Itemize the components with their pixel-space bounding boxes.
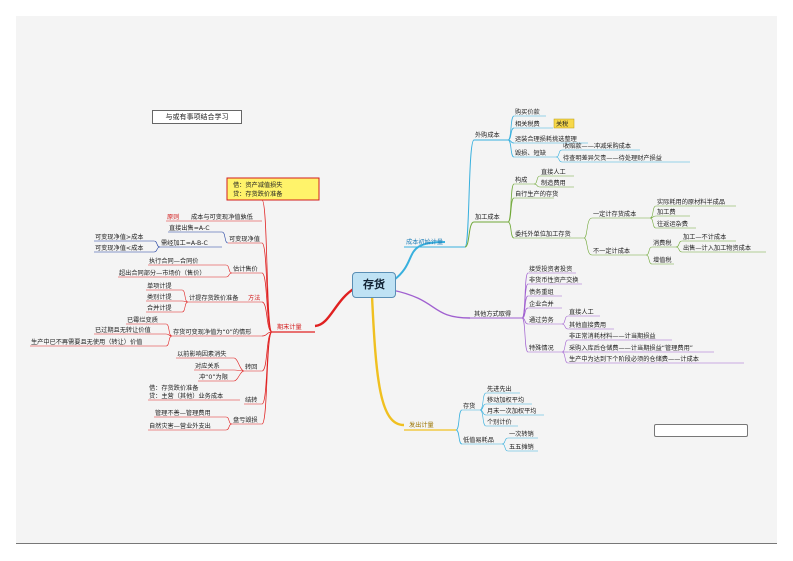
estimate-label: 估计售价 [233,265,258,273]
purchase-cost-label: 外购成本 [475,131,500,139]
purchase-item-1: 购买价款 [515,108,540,116]
methods-tag: 方法 [248,294,260,302]
other-item-3: 债务重组 [529,288,554,296]
cost-item-3: 往返运杂费 [657,220,688,228]
loss-item-1: 管理不善—管理费用 [155,409,211,417]
composition-item-2: 制造费用 [541,179,566,187]
principle-label: 原则 [167,213,179,221]
loss-item-2: 自然灾害—营业外支出 [149,422,211,430]
issue-method-4: 个别计价 [487,418,512,426]
purchase-item-2: 相关税费 [515,120,540,128]
purchase-item-3: 运装合理损耗挑选整理 [515,135,577,143]
vat-label: 增值税 [653,256,672,264]
principle-text: 成本与可变现净值孰低 [191,213,253,221]
special-item-1: 非正常消耗材料——计当期损益 [569,332,656,340]
shortage-item-2: 待查明差异欠责——待处理财产损益 [563,154,662,162]
purchase-item-4: 毁损、短缺 [515,149,546,157]
branch-line-subsequent [314,286,356,328]
empty-text-box [654,424,748,437]
direct-sale-formula: 直接出售=A-C [169,224,210,232]
other-item-1: 接受投资者投资 [529,265,572,273]
excess-price: 超出合同部分—市场价（售价） [119,269,206,277]
composition-label: 构成 [515,176,527,184]
carryover-line-1: 借：存货跌价准备 [149,384,199,392]
loss-line-1: 借：资产减值损失 [233,181,283,189]
low-value-item-1: 一次转销 [509,430,534,438]
center-node[interactable]: 存货 [352,272,396,298]
composition-item-1: 直接人工 [541,168,566,176]
provision-label: 计提存货跌价准备 [189,294,239,302]
subsequent-branch-label[interactable]: 期末计量 [277,323,302,331]
issue-inventory-label: 存货 [463,402,475,410]
labor-item-2: 其他直接费用 [569,321,606,329]
method-2: 类别计提 [147,293,172,301]
zero-item-1: 已霉烂变质 [127,316,158,324]
method-3: 合并计提 [147,304,172,312]
nrv-label: 可变现净值 [229,235,260,243]
low-value-label: 低值易耗品 [463,436,494,444]
branch-line-other [391,289,471,319]
processing-cost-label: 加工成本 [475,213,500,221]
other-item-2: 非货币性资产交换 [529,276,579,284]
low-value-item-2: 五五摊销 [509,443,534,451]
issue-method-1: 先进先出 [487,385,512,393]
excise-item-2: 出售—计入加工物资成本 [683,244,751,252]
self-produced-label: 自行生产的存货 [515,190,558,198]
special-item-2: 采购入库后仓储费——计当期损益“管理费用” [569,344,693,352]
cost-item-2: 加工费 [657,208,676,216]
mindmap-canvas [16,16,777,544]
reversal-item-1: 以前影响因素消失 [177,350,227,358]
nrv-gt-cost: 可变现净值>成本 [95,233,144,241]
cost-item-1: 实际耗用的原材料半成品 [657,198,725,206]
inventory-loss-label: 盘亏毁损 [233,416,258,424]
tariff-tag: 关税 [556,120,568,128]
carryover-line-2: 贷：主营（其他）业务成本 [149,392,223,400]
branch-line-initial [393,241,446,281]
processing-formula: 需经加工=A-B-C [161,239,208,247]
issue-method-2: 移动加权平均 [487,396,524,404]
excise-item-1: 加工—不计成本 [683,233,726,241]
reversal-item-2: 对应关系 [195,362,220,370]
other-item-5: 通过劳务 [529,316,554,324]
contract-price: 执行合同—合同价 [149,257,199,265]
other-acquisition-label: 其他方式取得 [474,310,511,318]
loss-line-2: 贷：存货跌价准备 [233,190,283,198]
other-item-6: 特殊情况 [529,344,554,352]
reversal-item-3: 冲“0”为限 [199,373,228,381]
issue-method-3: 月末一次加权平均 [487,407,537,415]
not-included-label: 不一定计成本 [593,247,630,255]
shortage-item-1: 收赔款——冲减采购成本 [563,142,631,150]
entrusted-label: 委托外单位加工存货 [515,230,571,238]
issue-branch-label[interactable]: 发出计量 [409,421,434,429]
zero-item-2: 已过期且无转让价值 [95,326,151,334]
other-item-4: 企业合并 [529,300,554,308]
nrv-lt-cost: 可变现净值<成本 [95,244,144,252]
special-item-3: 生产中为达到下个阶段必须的仓储费——计成本 [569,355,699,363]
excise-tax-label: 消费税 [653,239,672,247]
zero-item-3: 生产中已不再需要且无使用（转让）价值 [31,338,142,346]
initial-branch-label[interactable]: 成本初始计量 [406,238,443,246]
carryover-label: 结转 [245,396,257,404]
nrv-zero-label: 存货可变现净值为“0”的情形 [173,328,251,336]
mindmap-title: 与或有事项结合学习 [152,110,242,124]
page-divider [16,543,777,544]
consumption-tax-label: 一定计存货成本 [593,210,636,218]
reversal-label: 转回 [245,363,257,371]
labor-item-1: 直接人工 [569,308,594,316]
branch-line-issue [370,295,405,427]
method-1: 单项计提 [147,282,172,290]
